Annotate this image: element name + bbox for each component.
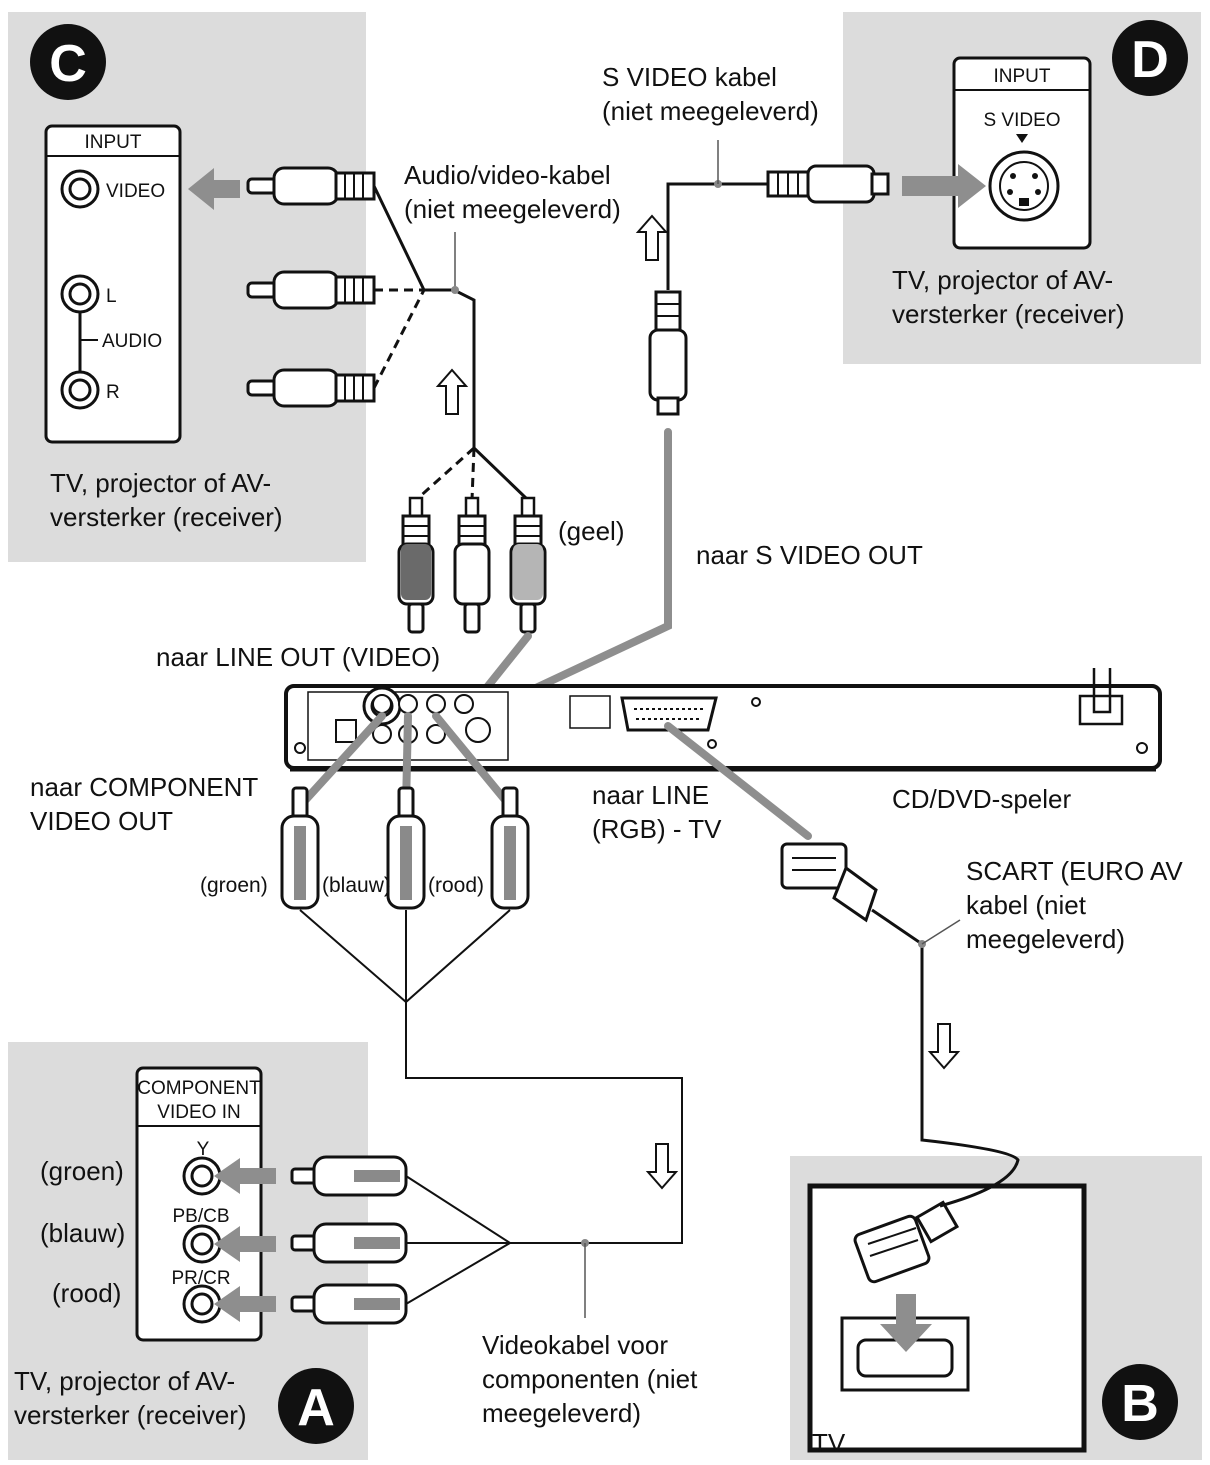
badge-a: A bbox=[278, 1368, 354, 1444]
scart-output-socket bbox=[620, 696, 718, 732]
panel-d: D INPUT S VIDEO TV, projector of AV- ver… bbox=[843, 12, 1201, 364]
scart-plug-tv bbox=[853, 1200, 960, 1284]
diagram-label: naar LINE bbox=[592, 780, 709, 810]
diagram-label: TV, projector of AV- bbox=[50, 468, 271, 498]
input-box-c: INPUT VIDEO L AUDIO R bbox=[44, 124, 182, 444]
diagram-label: INPUT bbox=[994, 66, 1051, 87]
plug-green-icon bbox=[280, 786, 320, 910]
svideo-plug-top-icon bbox=[766, 164, 890, 204]
diagram-label: COMPONENT bbox=[137, 1078, 261, 1099]
diagram-label: versterker (receiver) bbox=[50, 502, 283, 532]
diagram-label: Audio/video-kabel bbox=[404, 160, 611, 190]
diagram-label: AUDIO bbox=[102, 331, 162, 352]
component-video-cable: naar LINE OUT (VIDEO) naar COMPONENT VID… bbox=[30, 642, 698, 1428]
scart-cable: naar LINE (RGB) - TV CD/DVD-speler SCART… bbox=[592, 722, 1183, 1208]
diagram-label: versterker (receiver) bbox=[14, 1400, 247, 1430]
diagram-label: L bbox=[106, 286, 117, 307]
diagram-label: D bbox=[1131, 31, 1169, 89]
diagram-label: B bbox=[1121, 1375, 1159, 1433]
svideo-cable: S VIDEO kabel (niet meegeleverd) naar S … bbox=[472, 62, 923, 720]
diagram-label: CD/DVD-speler bbox=[892, 784, 1071, 814]
diagram-label: meegeleverd) bbox=[482, 1398, 641, 1428]
diagram-label: meegeleverd) bbox=[966, 924, 1125, 954]
diagram-label: Y bbox=[197, 1139, 210, 1160]
audio-video-cable: Audio/video-kabel (niet meegeleverd) (ge… bbox=[246, 160, 624, 634]
arrow-into-video-icon bbox=[188, 168, 240, 210]
component-input-box: COMPONENT VIDEO IN Y PB/CB PR/CR bbox=[135, 1066, 263, 1342]
diagram-label: (RGB) - TV bbox=[592, 814, 722, 844]
arrow-into-scart-icon bbox=[880, 1294, 932, 1352]
dvd-player bbox=[284, 668, 1162, 772]
diagram-label: componenten (niet bbox=[482, 1364, 698, 1394]
diagram-label: kabel (niet bbox=[966, 890, 1087, 920]
arrow-into-svideo-icon bbox=[902, 164, 986, 208]
diagram-label: S VIDEO bbox=[983, 110, 1060, 131]
diagram-label: R bbox=[106, 382, 120, 403]
diagram-label: PB/CB bbox=[172, 1206, 229, 1227]
diagram-label: VIDEO bbox=[106, 181, 165, 202]
video-jack-icon bbox=[60, 169, 100, 209]
diagram-label: VIDEO IN bbox=[157, 1102, 240, 1123]
diagram-label: TV bbox=[812, 1428, 846, 1458]
input-label-c: INPUT bbox=[85, 132, 142, 153]
diagram-label: naar COMPONENT bbox=[30, 772, 258, 802]
scart-plug-player-icon bbox=[780, 842, 878, 923]
audio-l-jack-icon bbox=[60, 274, 100, 314]
plug-blue-icon bbox=[386, 786, 426, 910]
diagram-label: A bbox=[297, 1379, 335, 1437]
diagram-label: (rood) bbox=[52, 1278, 121, 1308]
diagram-label: versterker (receiver) bbox=[892, 299, 1125, 329]
badge-d: D bbox=[1112, 20, 1188, 96]
diagram-label: (groen) bbox=[200, 874, 268, 897]
plug-red-icon bbox=[490, 786, 530, 910]
svideo-jack-icon bbox=[988, 150, 1060, 222]
input-box-d: INPUT S VIDEO bbox=[952, 56, 1092, 250]
diagram-label: (geel) bbox=[558, 516, 624, 546]
diagram-label: naar S VIDEO OUT bbox=[696, 540, 923, 570]
diagram-label: (groen) bbox=[40, 1156, 124, 1186]
diagram-label: TV, projector of AV- bbox=[14, 1366, 235, 1396]
diagram-label: (rood) bbox=[428, 874, 484, 897]
diagram-label: SCART (EURO AV bbox=[966, 856, 1183, 886]
diagram-label: (blauw) bbox=[40, 1218, 125, 1248]
diagram-label: TV, projector of AV- bbox=[892, 265, 1113, 295]
diagram-label: S VIDEO kabel bbox=[602, 62, 777, 92]
svideo-plug-bottom-icon bbox=[648, 290, 688, 416]
diagram-label: (blauw) bbox=[322, 874, 391, 897]
plug-white-icon bbox=[453, 496, 491, 634]
badge-c: C bbox=[30, 24, 106, 100]
diagram-label: VIDEO OUT bbox=[30, 806, 173, 836]
audio-r-jack-icon bbox=[60, 370, 100, 410]
diagram-label: C bbox=[49, 35, 87, 93]
panel-b: TV B bbox=[790, 1156, 1202, 1460]
diagram-label: PR/CR bbox=[171, 1268, 230, 1289]
diagram-label: naar LINE OUT (VIDEO) bbox=[156, 642, 440, 672]
diagram-label: (niet meegeleverd) bbox=[602, 96, 819, 126]
diagram-label: (niet meegeleverd) bbox=[404, 194, 621, 224]
diagram-label: Videokabel voor bbox=[482, 1330, 668, 1360]
badge-b: B bbox=[1102, 1364, 1178, 1440]
